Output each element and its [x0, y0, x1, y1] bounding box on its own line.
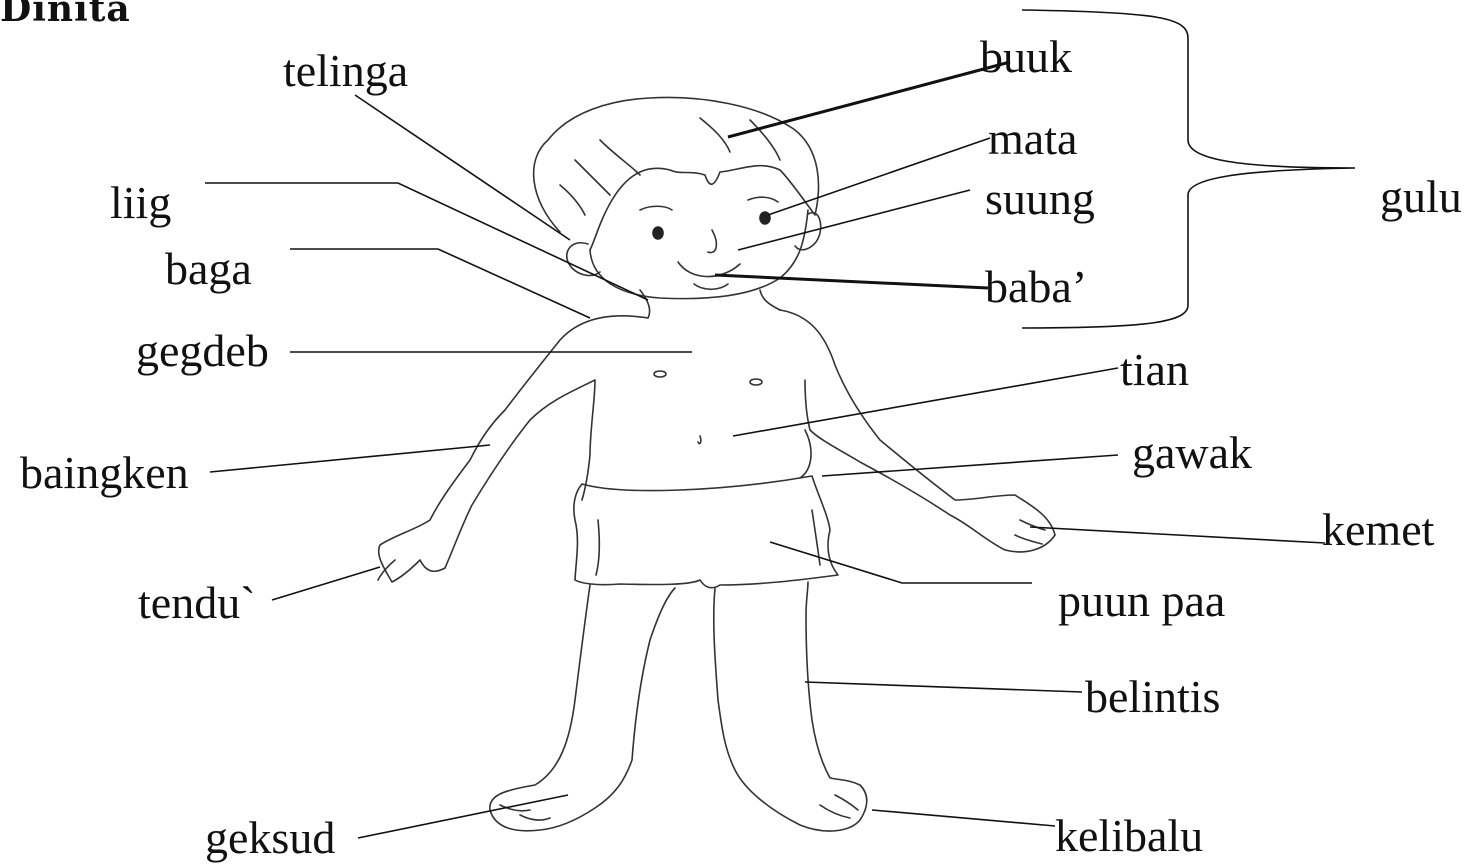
label-mata: mata [988, 116, 1077, 162]
leader-liig [205, 183, 648, 300]
label-puun-paa: puun paa [1058, 578, 1225, 624]
leader-baingken [210, 445, 490, 472]
leader-tian [733, 368, 1118, 436]
label-baba: baba’ [985, 264, 1087, 310]
leader-baba [715, 275, 988, 288]
label-baga: baga [165, 246, 252, 292]
leader-puun-paa [770, 542, 1032, 583]
child-figure-illustration [378, 97, 1055, 831]
leader-geksud [358, 795, 568, 838]
left-leg-outline [490, 585, 675, 831]
label-geksud: geksud [205, 815, 335, 861]
leader-baga [290, 249, 590, 318]
label-kelibalu: kelibalu [1055, 813, 1203, 859]
leader-kelibalu [872, 810, 1055, 826]
label-liig: liig [110, 180, 171, 226]
label-tendu: tendu` [138, 580, 256, 626]
leader-telinga [355, 95, 570, 240]
label-gegdeb: gegdeb [136, 328, 269, 374]
label-gawak: gawak [1132, 430, 1252, 476]
leader-belintis [805, 682, 1082, 692]
right-leg-outline [714, 582, 867, 831]
label-baingken: baingken [20, 450, 189, 496]
label-suung: suung [985, 176, 1095, 222]
leader-tendu [272, 567, 380, 600]
hair-outline [534, 97, 819, 250]
label-tian: tian [1120, 347, 1189, 393]
label-telinga: telinga [283, 48, 408, 94]
label-buuk: buuk [980, 34, 1072, 80]
leader-mata [768, 138, 990, 215]
face-outline [590, 210, 808, 299]
label-belintis: belintis [1085, 674, 1220, 720]
label-gulu: gulu [1380, 174, 1462, 220]
leader-kemet [1030, 527, 1325, 543]
shorts-outline [574, 476, 838, 588]
leader-buuk [728, 62, 1010, 137]
torso-outline [379, 316, 648, 582]
label-kemet: kemet [1322, 507, 1434, 553]
